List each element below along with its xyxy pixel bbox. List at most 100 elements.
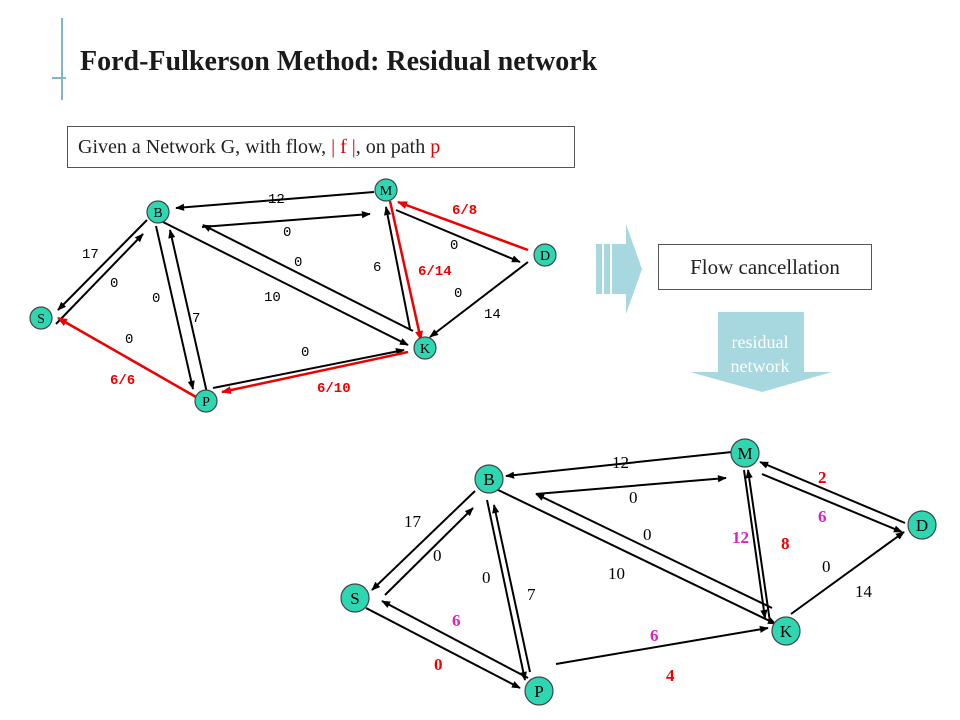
- top-edge: [212, 348, 405, 389]
- top-edge: [55, 233, 144, 325]
- bottom-edge: [761, 473, 903, 533]
- bottom-edge-label: 4: [666, 666, 675, 685]
- top-edge-label: 6/14: [418, 264, 452, 280]
- bottom-graph-nodes: B M D S K P: [340, 438, 937, 706]
- top-edge-label: 6/8: [452, 203, 477, 219]
- top-edge-label: 12: [268, 192, 285, 208]
- right-arrow-icon: [596, 224, 642, 314]
- bottom-node-s: S: [340, 583, 370, 613]
- svg-text:K: K: [780, 622, 793, 641]
- bottom-edge: [493, 487, 777, 625]
- top-edge: [175, 191, 375, 211]
- bottom-node-d: D: [907, 510, 937, 540]
- top-node-p: P: [194, 389, 218, 413]
- top-edge: [57, 219, 148, 311]
- svg-text:B: B: [483, 470, 494, 489]
- svg-text:D: D: [916, 516, 928, 535]
- top-edge-flow: [397, 200, 529, 252]
- bottom-edge: [381, 600, 529, 679]
- top-edge-label: 0: [110, 276, 118, 292]
- svg-text:S: S: [37, 312, 45, 327]
- bottom-node-p: P: [524, 676, 554, 706]
- bottom-edge: [371, 490, 476, 591]
- top-edge: [168, 229, 208, 394]
- bottom-edge-label: 0: [482, 568, 491, 587]
- top-edge: [429, 261, 529, 338]
- bottom-node-m: M: [730, 438, 760, 468]
- bottom-edge: [505, 451, 733, 479]
- top-edge-flow: [57, 316, 197, 399]
- top-graph-nodes: B M D S K P: [29, 178, 557, 413]
- bottom-edge: [743, 469, 768, 619]
- svg-text:M: M: [380, 184, 393, 199]
- top-edge-label: 6/10: [317, 381, 351, 397]
- bottom-edge-label: 8: [781, 534, 790, 553]
- top-edge-label: 0: [283, 225, 291, 241]
- top-edge-label: 0: [450, 238, 458, 254]
- svg-text:P: P: [202, 395, 210, 410]
- bottom-edge: [535, 493, 773, 609]
- flow-cancellation-box: Flow cancellation: [658, 244, 872, 290]
- top-edge-label: 0: [301, 345, 309, 361]
- svg-text:M: M: [737, 444, 752, 463]
- given-network-box: Given a Network G, with flow, | f |, on …: [67, 126, 575, 168]
- bottom-edge-label: 0: [434, 655, 443, 674]
- bottom-edge-label: 17: [404, 512, 422, 531]
- svg-text:K: K: [420, 342, 430, 357]
- top-node-b: B: [146, 200, 170, 224]
- top-edge-label: 17: [82, 247, 99, 263]
- top-graph-edges: [55, 191, 529, 399]
- top-edge-label: 7: [192, 311, 200, 327]
- top-edge-flow: [221, 350, 409, 395]
- top-edge-label: 10: [264, 290, 281, 306]
- bottom-edge-label: 6: [452, 611, 461, 630]
- bottom-edge-label: 2: [818, 468, 827, 487]
- bottom-edge: [555, 625, 769, 665]
- top-edge: [395, 209, 521, 263]
- residual-network-label: residual network: [700, 330, 820, 378]
- residual-label-line-2: network: [730, 356, 790, 376]
- bottom-edge-label: 12: [612, 453, 629, 472]
- bottom-edge-label: 0: [433, 546, 442, 565]
- top-edge: [384, 206, 411, 330]
- top-edge-label: 6: [373, 260, 381, 276]
- top-edge: [201, 211, 371, 228]
- bottom-edge-label: 0: [629, 488, 638, 507]
- bottom-edge: [745, 469, 771, 623]
- bottom-edge-label: 6: [650, 626, 659, 645]
- top-edge: [155, 225, 195, 390]
- given-mid: , on path: [355, 136, 431, 158]
- top-edge-flow: [388, 200, 423, 341]
- bottom-edge-label: 7: [527, 585, 536, 604]
- top-edge-label: 0: [152, 291, 160, 307]
- bottom-edge: [365, 607, 521, 689]
- bottom-edge: [486, 499, 527, 681]
- top-edge-label: 6/6: [110, 373, 135, 389]
- bottom-edge-label: 12: [732, 528, 749, 547]
- title-accent-horizontal-line: [52, 77, 66, 79]
- top-edge: [202, 224, 414, 332]
- bottom-edge-label: 0: [643, 525, 652, 544]
- given-path: p: [430, 136, 441, 158]
- bottom-edge-label: 6: [818, 507, 827, 526]
- bottom-edge: [790, 531, 905, 615]
- svg-text:S: S: [350, 589, 359, 608]
- top-edge-label: 14: [484, 307, 501, 323]
- given-flow: | f |: [331, 136, 356, 158]
- given-prefix: Given a Network G, with flow,: [78, 136, 332, 158]
- bottom-edge-label: 14: [855, 582, 873, 601]
- top-edge-label: 0: [454, 286, 462, 302]
- top-edge-label: 0: [125, 332, 133, 348]
- bottom-edge: [384, 507, 474, 596]
- bottom-edge: [535, 475, 727, 495]
- svg-text:P: P: [534, 682, 543, 701]
- bottom-edge-label: 0: [822, 557, 831, 576]
- top-node-s: S: [29, 306, 53, 330]
- bottom-edge: [759, 461, 906, 524]
- top-node-k: K: [413, 336, 437, 360]
- bottom-edge: [492, 504, 531, 673]
- title-accent-vertical-line: [61, 18, 63, 100]
- residual-label-line-1: residual: [731, 332, 789, 352]
- top-edge: [162, 221, 409, 346]
